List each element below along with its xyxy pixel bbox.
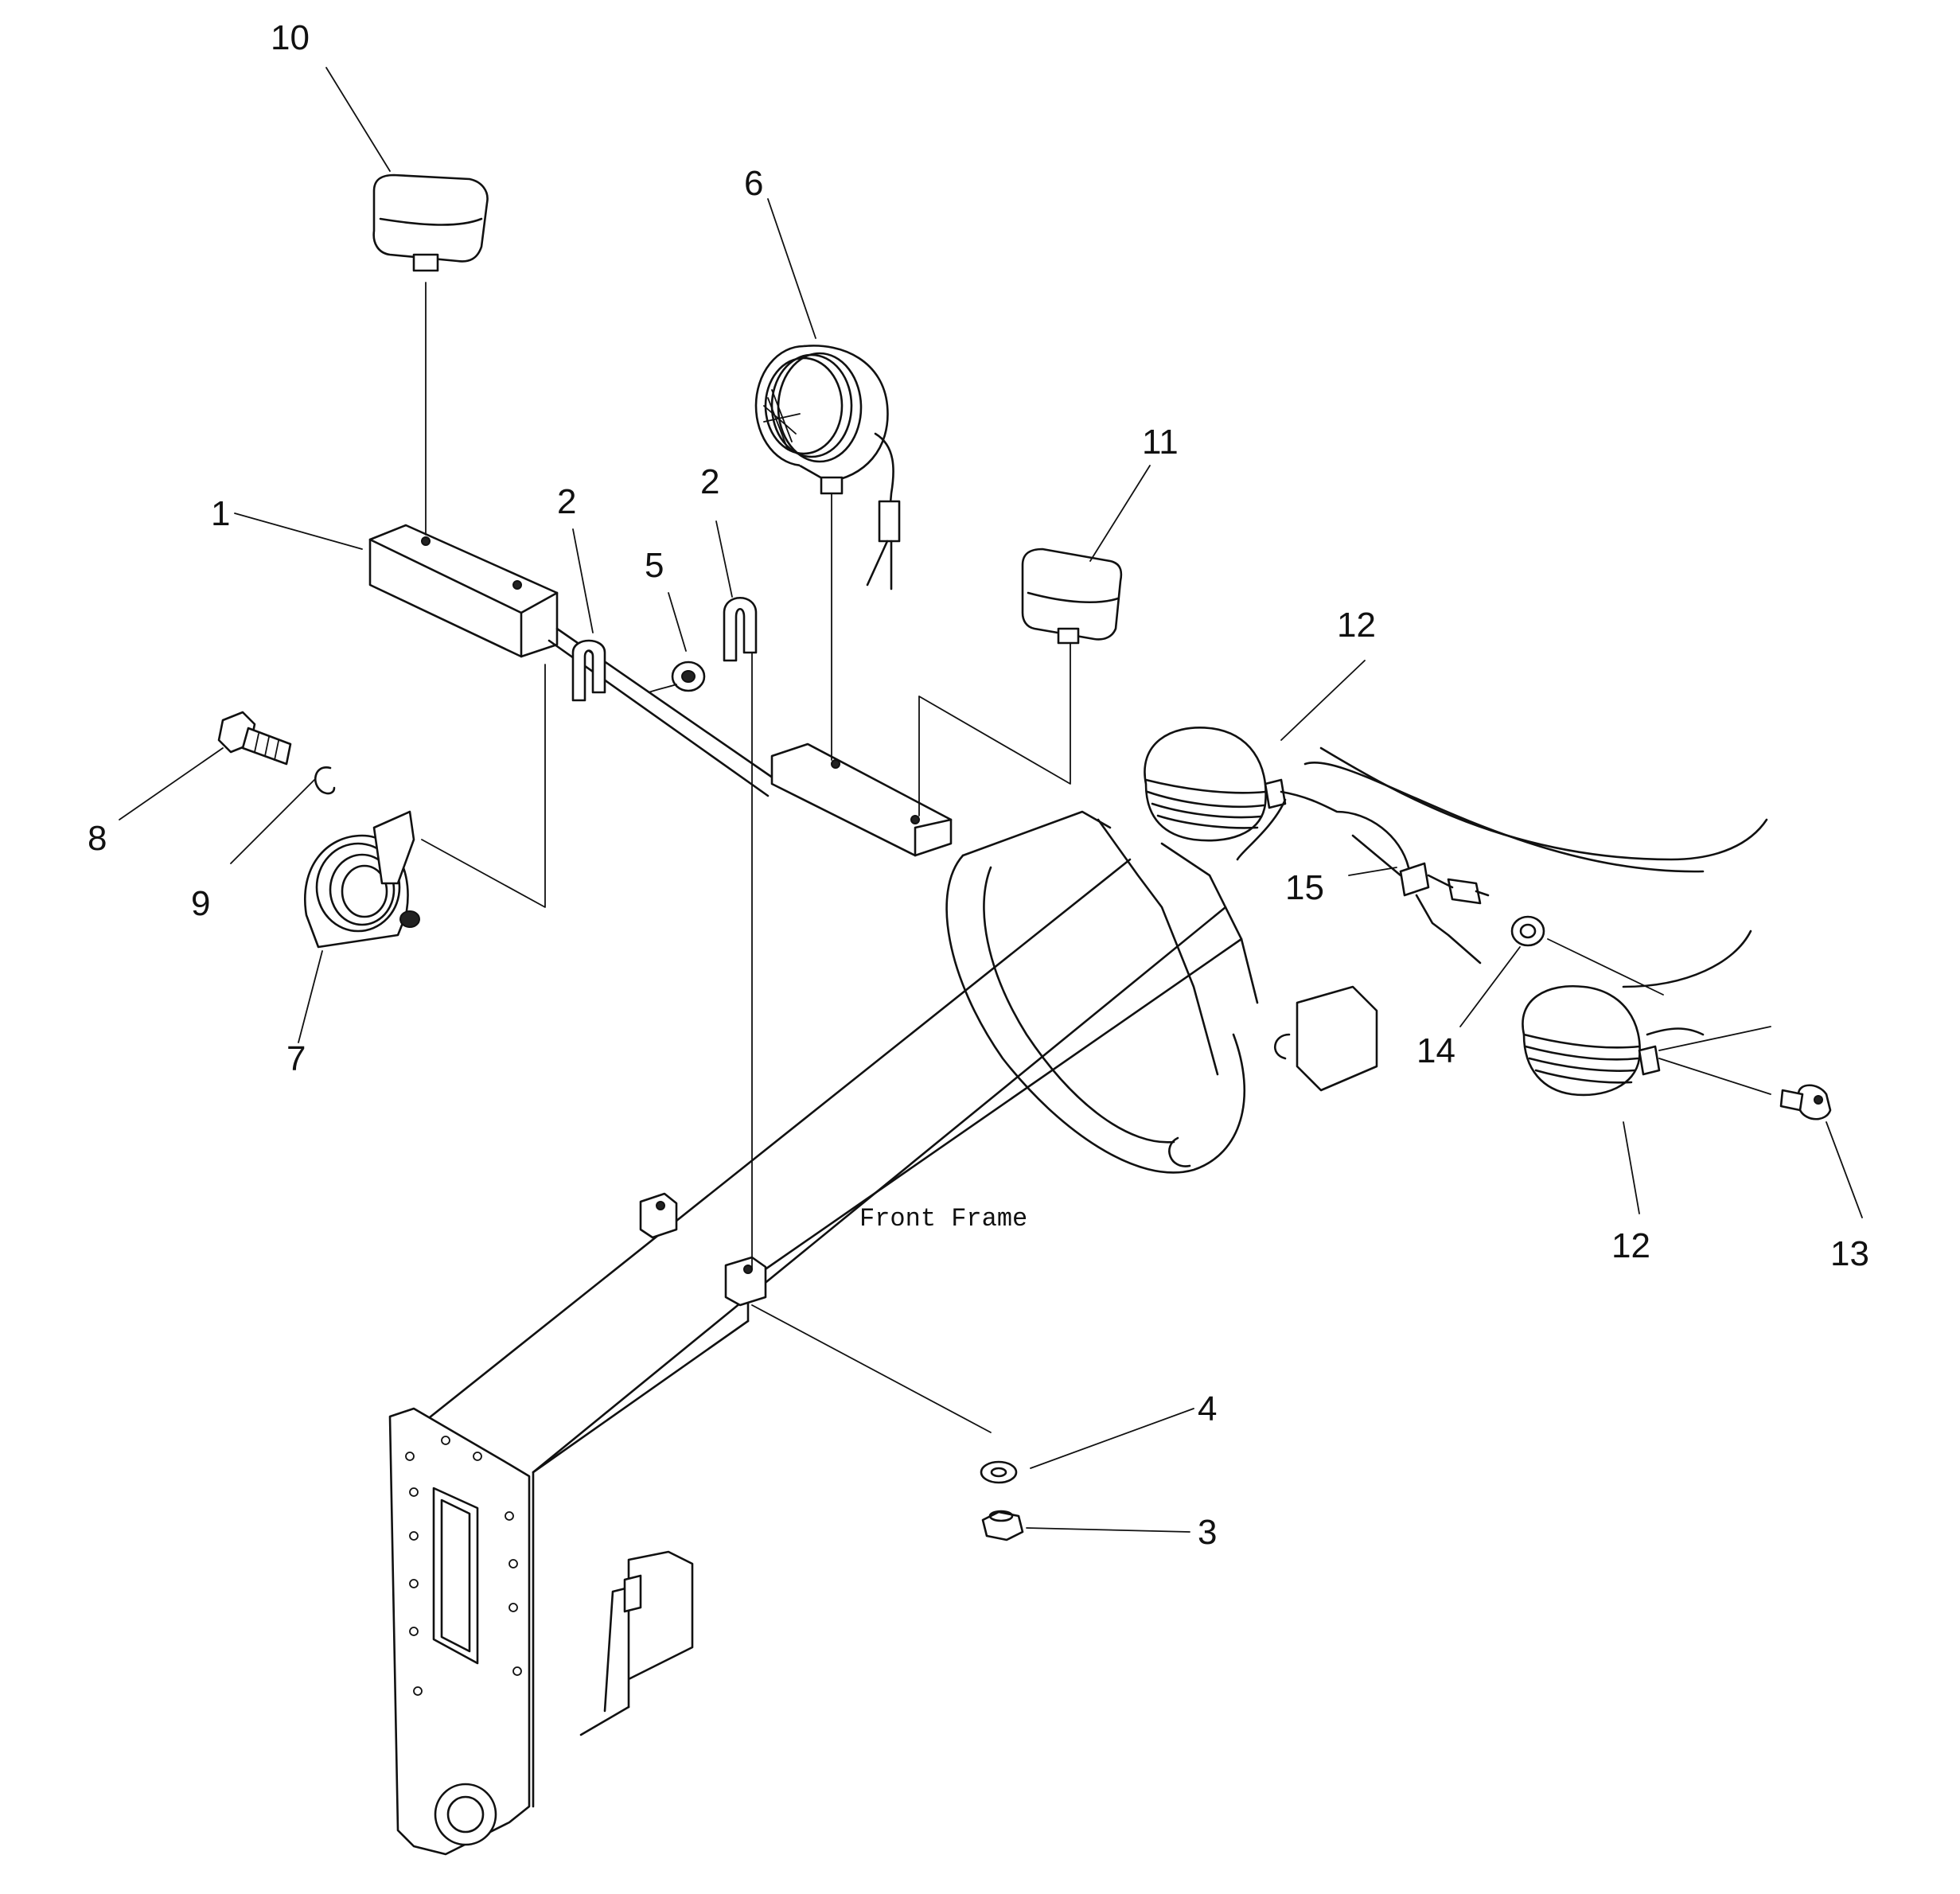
marker-lamp-11 (1021, 548, 1123, 645)
front-frame-label: Front Frame (859, 1204, 1027, 1233)
callout-12b: 12 (1611, 1226, 1650, 1265)
lock-washer-9 (314, 766, 336, 795)
callout-2a: 2 (557, 482, 576, 521)
horn-7 (304, 810, 420, 949)
callout-14: 14 (1416, 1031, 1455, 1070)
u-bolt-2a (571, 639, 606, 702)
callout-6: 6 (744, 164, 763, 203)
grommet-5 (648, 661, 706, 693)
front-frame (388, 858, 1243, 1856)
leader-lines (119, 67, 1863, 1533)
bolt-8 (217, 711, 292, 766)
callout-15: 15 (1285, 868, 1324, 907)
callout-13: 13 (1830, 1234, 1869, 1273)
work-lamp-6 (754, 345, 901, 590)
axle-guard (945, 746, 1768, 1174)
callout-12a: 12 (1337, 606, 1376, 645)
callout-7: 7 (286, 1039, 306, 1078)
callout-1: 1 (211, 494, 230, 533)
callout-8: 8 (88, 819, 107, 858)
callout-4: 4 (1198, 1389, 1217, 1428)
bulb-13 (1658, 1026, 1832, 1120)
callout-5: 5 (645, 546, 664, 585)
u-bolt-2b (723, 596, 758, 662)
callout-11: 11 (1142, 423, 1179, 462)
callout-9: 9 (191, 884, 210, 923)
callout-10: 10 (271, 18, 310, 57)
rear-lamp-12b (1522, 984, 1705, 1097)
marker-lamp-10 (372, 173, 489, 272)
rear-lamp-12a (1144, 727, 1410, 869)
connector-15 (1351, 834, 1490, 965)
washer-4 (980, 1460, 1018, 1484)
callout-3: 3 (1198, 1513, 1217, 1552)
light-bar-bracket (368, 282, 1071, 1433)
callouts: 10 6 1 2 2 5 11 12 8 9 7 15 14 12 13 4 3… (88, 18, 1869, 1552)
callout-2b: 2 (700, 462, 719, 501)
nut-3 (981, 1510, 1024, 1541)
nut-14 (1510, 915, 1664, 996)
